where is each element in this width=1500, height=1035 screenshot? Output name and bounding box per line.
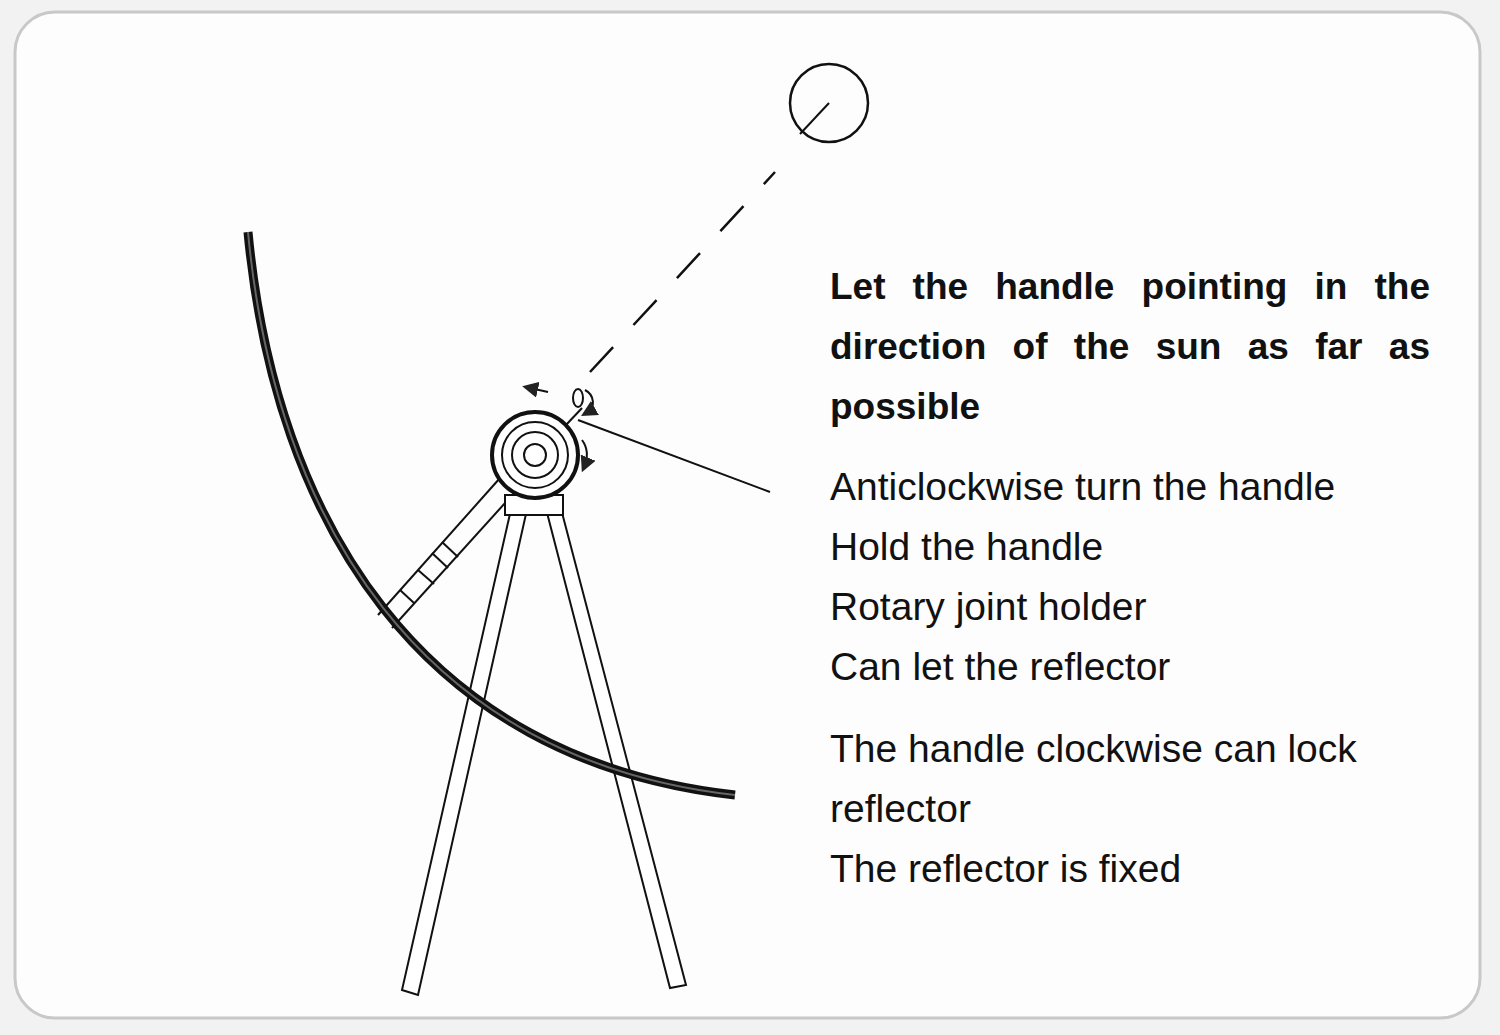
instruction-note: Anticlockwise turn the handle: [830, 457, 1470, 517]
instruction-note: The handle clockwise can lock reflector: [830, 719, 1360, 839]
tripod-legs: [402, 505, 686, 995]
instruction-note: Rotary joint holder: [830, 577, 1470, 637]
instruction-heading: Let the handle pointing in the direction…: [830, 257, 1430, 437]
sun-direction-line: [590, 172, 775, 372]
parabolic-reflector: [248, 232, 735, 795]
card-border: [15, 12, 1480, 1018]
instruction-note: Hold the handle: [830, 517, 1470, 577]
instruction-note: The reflector is fixed: [830, 839, 1470, 899]
leader-line: [578, 420, 770, 492]
handle-symbol: [530, 388, 593, 465]
rotary-joint: [492, 412, 578, 515]
sun-symbol: [790, 64, 868, 142]
reflector-edge: [248, 232, 735, 795]
support-arm: [378, 478, 515, 628]
instruction-note: Can let the reflector: [830, 637, 1470, 697]
